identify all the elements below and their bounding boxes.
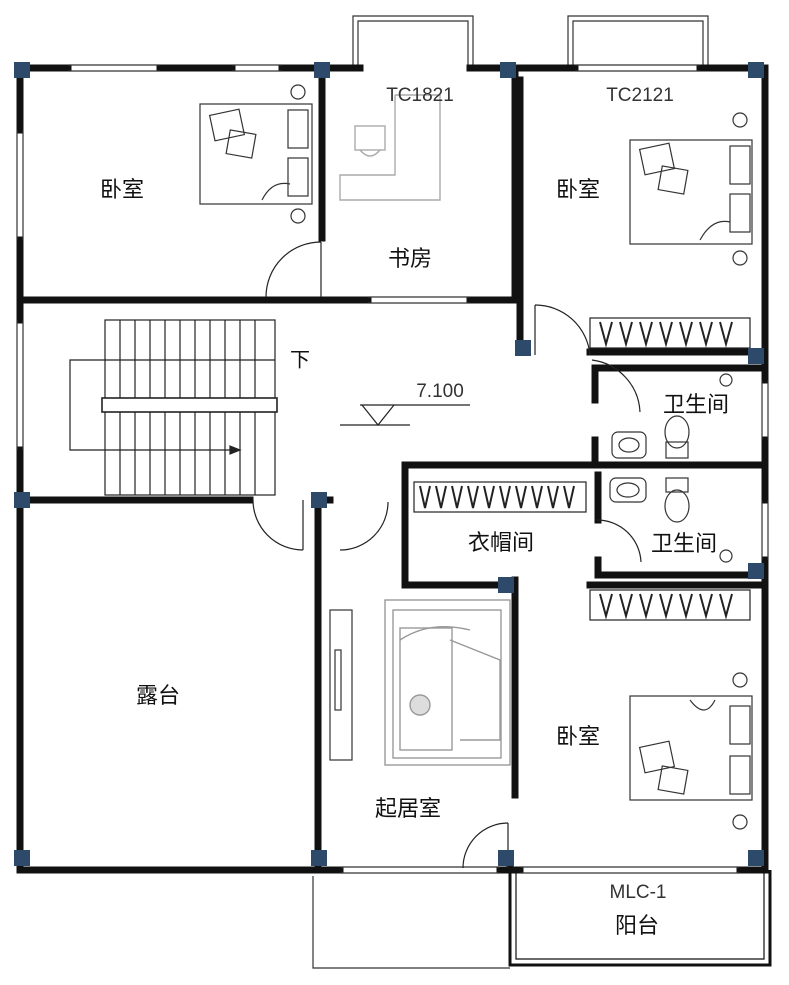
elevation-marker bbox=[340, 404, 470, 426]
tv-cabinet bbox=[329, 609, 353, 761]
room-label-bath-lower: 卫生间 bbox=[650, 532, 718, 557]
sofa-set bbox=[384, 599, 511, 766]
closets bbox=[413, 317, 751, 621]
room-label-bedroom-nw: 卧室 bbox=[99, 178, 145, 203]
doors bbox=[252, 241, 642, 869]
room-label-bedroom-se: 卧室 bbox=[555, 725, 601, 750]
bed-nw bbox=[199, 84, 313, 224]
room-label-balcony: 阳台 bbox=[614, 914, 660, 939]
balcony-outline bbox=[508, 870, 772, 967]
bed-se bbox=[629, 672, 753, 830]
stair-down-label: 下 bbox=[290, 347, 310, 372]
window-code-study: TC1821 bbox=[386, 85, 454, 106]
walls bbox=[16, 64, 769, 874]
columns bbox=[14, 62, 764, 866]
study-desk bbox=[339, 94, 441, 201]
bath-lower-fixtures bbox=[609, 477, 733, 563]
projection-lines bbox=[312, 15, 709, 969]
room-label-bedroom-ne: 卧室 bbox=[555, 178, 601, 203]
window-code-bedroom-ne: TC2121 bbox=[606, 85, 674, 106]
room-label-living: 起居室 bbox=[374, 797, 442, 822]
elevation-value: 7.100 bbox=[416, 381, 464, 402]
stair bbox=[69, 319, 278, 496]
room-label-bath-upper: 卫生间 bbox=[662, 393, 730, 418]
bed-ne bbox=[629, 112, 753, 266]
windows bbox=[16, 64, 769, 874]
bath-upper-fixtures bbox=[611, 373, 733, 459]
room-label-study: 书房 bbox=[387, 247, 433, 272]
room-label-cloakroom: 衣帽间 bbox=[467, 531, 535, 556]
door-code-balcony: MLC-1 bbox=[609, 882, 667, 903]
room-label-terrace: 露台 bbox=[135, 684, 181, 709]
